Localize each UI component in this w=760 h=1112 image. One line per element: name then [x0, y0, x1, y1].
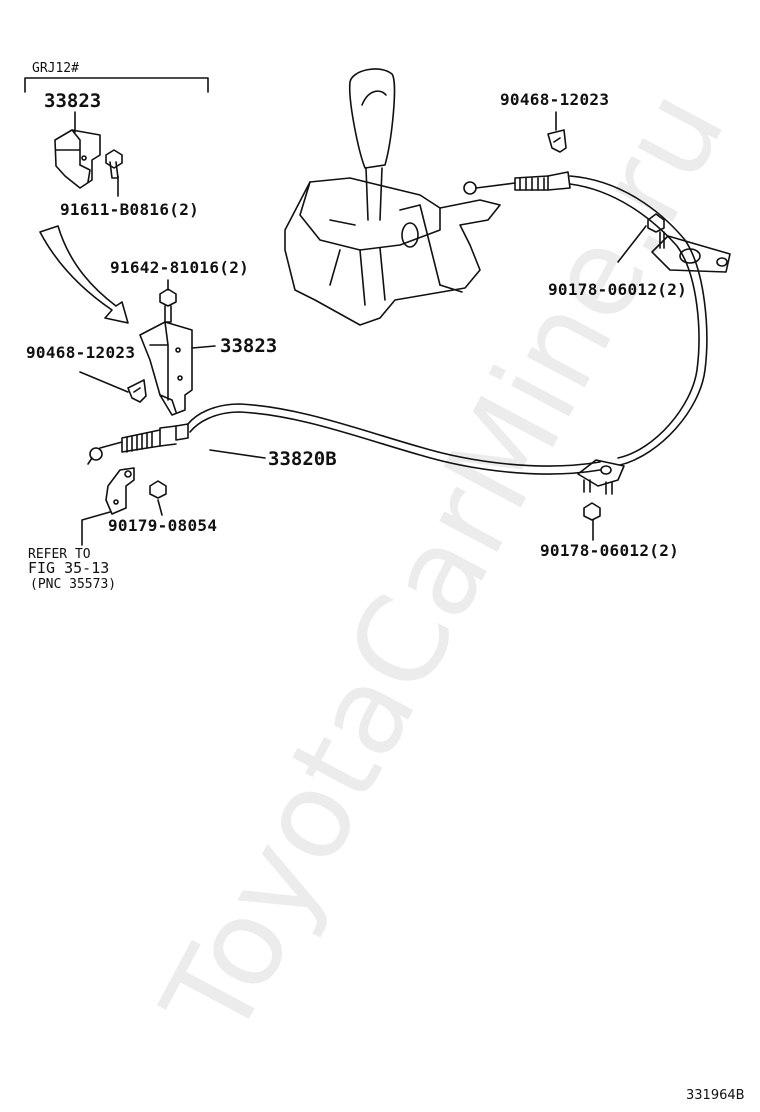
bracket-33823-mid[interactable] [139, 321, 193, 416]
leader-33823-mid [191, 345, 216, 349]
bracket-33823-top[interactable] [54, 129, 101, 189]
label-33820B[interactable]: 33820B [268, 448, 337, 470]
nut-90179[interactable] [149, 480, 167, 499]
shift-cable-33820B[interactable] [87, 171, 708, 475]
clip-90468-left[interactable] [127, 379, 147, 403]
label-90468-right[interactable]: 90468-12023 [500, 90, 610, 109]
refer-line2[interactable]: FIG 35-13 [28, 559, 110, 577]
cable-bracket-lower[interactable] [577, 459, 625, 495]
label-91642[interactable]: 91642-81016(2) [110, 258, 250, 277]
cable-bracket-upper[interactable] [651, 231, 731, 273]
refer-line3: (PNC 35573) [30, 577, 117, 592]
leader-90178-upper [617, 225, 647, 263]
leader-refer [81, 511, 111, 546]
label-90178-lower[interactable]: 90178-06012(2) [540, 541, 680, 560]
cable-clamp-bracket[interactable] [105, 467, 135, 515]
bolt-91611[interactable] [105, 149, 123, 179]
leader-90179 [157, 499, 163, 516]
nut-90178-upper[interactable] [647, 213, 665, 233]
direction-arrow [39, 225, 129, 324]
label-33823-top[interactable]: 33823 [44, 90, 102, 112]
shift-lever-assembly[interactable] [284, 68, 501, 326]
figure-id: 331964B [686, 1088, 745, 1103]
leader-33820B [209, 449, 266, 459]
variant-bracket [24, 77, 209, 93]
label-33823-mid[interactable]: 33823 [220, 335, 278, 357]
refer-line1: REFER TO [28, 547, 91, 562]
leader-90468-left [79, 371, 129, 393]
variant-label: GRJ12# [32, 61, 79, 76]
label-90179[interactable]: 90179-08054 [108, 516, 218, 535]
label-91611[interactable]: 91611-B0816(2) [60, 200, 200, 219]
label-90178-upper[interactable]: 90178-06012(2) [548, 280, 688, 299]
bolt-91642[interactable] [159, 288, 177, 323]
clip-90468-right[interactable] [547, 129, 567, 153]
label-90468-left[interactable]: 90468-12023 [26, 343, 136, 362]
nut-90178-lower[interactable] [583, 502, 601, 521]
